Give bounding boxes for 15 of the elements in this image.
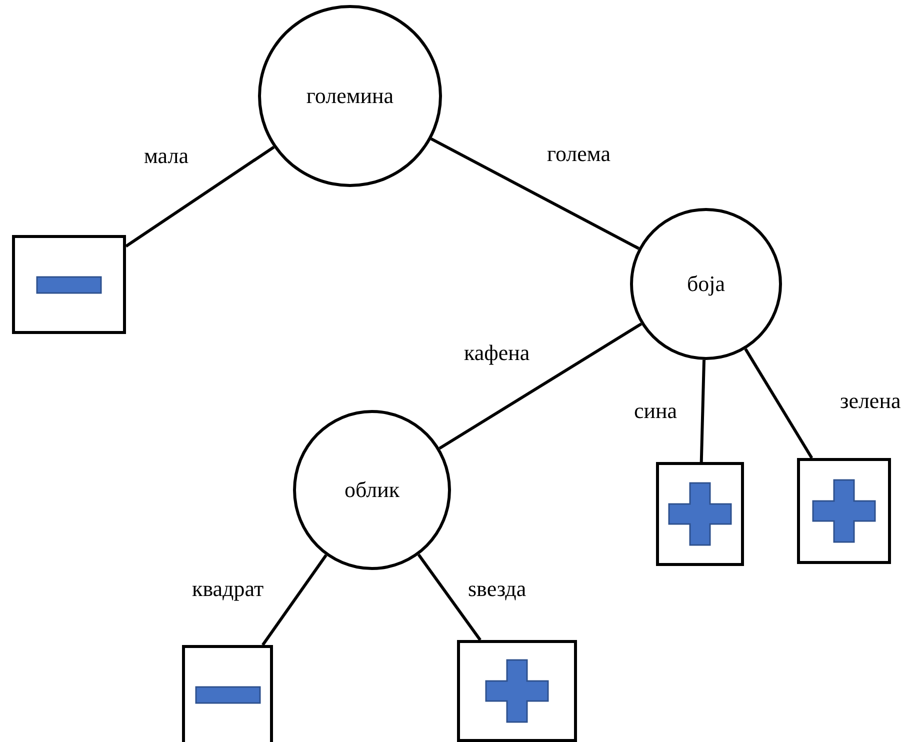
leaf-box — [12, 235, 126, 334]
branch-line — [262, 554, 328, 646]
node-label: боја — [686, 271, 726, 297]
leaf-box — [182, 645, 273, 742]
branch-line — [417, 554, 482, 641]
node-label: облик — [344, 477, 400, 503]
branch-line — [430, 138, 640, 250]
leaf-box — [457, 640, 577, 742]
branch-line — [700, 360, 706, 462]
branch-line — [744, 348, 814, 459]
branch-line — [438, 322, 642, 450]
node-label: големина — [306, 83, 394, 109]
branch-line — [125, 146, 275, 248]
leaf-box — [797, 458, 891, 564]
leaf-box — [656, 462, 744, 566]
